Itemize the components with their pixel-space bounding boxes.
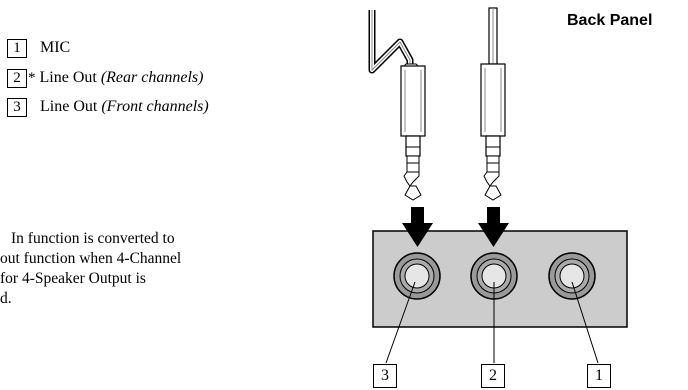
cable-right — [488, 7, 498, 65]
leader-line-1 — [571, 281, 599, 364]
note-text: In function is converted to out function… — [0, 229, 181, 309]
legend-number-box: 1 — [7, 38, 27, 58]
plug-left — [400, 63, 426, 201]
legend-item-mic: 1 MIC — [7, 38, 70, 58]
legend-label: MIC — [40, 39, 71, 56]
legend-label: Line Out (Front channels) — [40, 98, 209, 115]
leader-line-3 — [385, 281, 416, 364]
note-line: for 4-Speaker Output is — [0, 270, 146, 287]
callout-box-2: 2 — [481, 364, 505, 388]
jack-line-out-rear — [470, 252, 518, 300]
callout-box-3: 3 — [373, 364, 397, 388]
panel-title: Back Panel — [567, 12, 653, 29]
jack-line-out-front — [393, 252, 441, 300]
callout-box-1: 1 — [587, 364, 611, 388]
insert-arrow-left — [402, 207, 433, 247]
legend-item-line-out-front: 3 Line Out (Front channels) — [7, 97, 209, 117]
insert-arrow-right — [478, 207, 509, 247]
jack-mic — [548, 252, 596, 300]
legend-number-box: 3 — [7, 97, 27, 117]
cable-left — [368, 10, 414, 74]
note-line: d. — [0, 290, 12, 307]
legend-label: Line Out (Rear channels) — [39, 69, 204, 86]
legend-number-box: 2 — [7, 68, 27, 88]
note-line: out function when 4-Channel — [0, 250, 182, 267]
note-line: In function is converted to — [11, 230, 175, 247]
legend-marker: * — [28, 69, 36, 86]
legend-item-line-out-rear: 2 * Line Out (Rear channels) — [7, 68, 203, 88]
plug-right — [480, 63, 506, 201]
